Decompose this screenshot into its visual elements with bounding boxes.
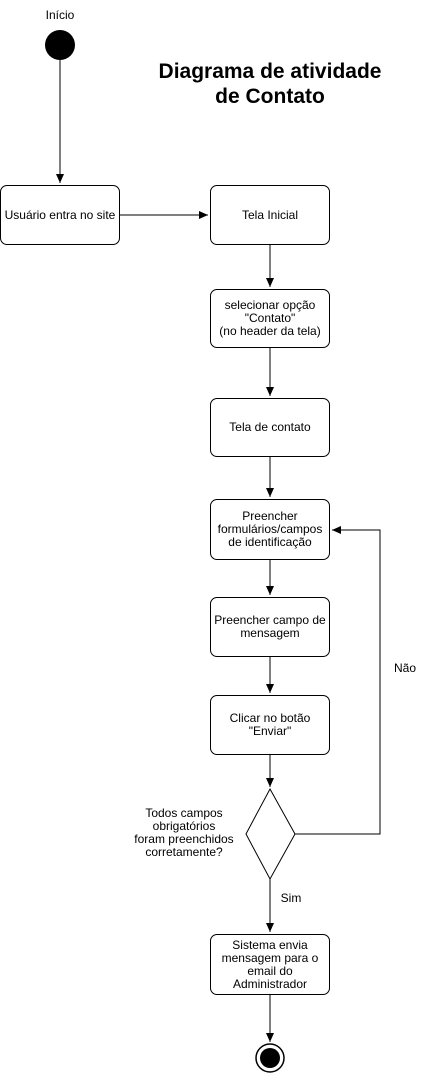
decision-no-label: Não: [393, 661, 416, 675]
node-select-contact-line-3: (no header da tela): [219, 324, 321, 338]
start-label: Início: [45, 8, 75, 22]
end-node: [255, 1043, 285, 1073]
node-fill-forms-line-3: de identificação: [228, 535, 312, 549]
node-select-contact: selecionar opção "Contato" (no header da…: [210, 289, 330, 348]
node-contact-screen-label: Tela de contato: [229, 420, 311, 434]
decision-question-line-4: corretamente?: [145, 845, 223, 859]
decision-question-line-3: foram preenchidos: [134, 832, 234, 846]
node-click-send: Clicar no botão "Enviar": [210, 695, 330, 755]
node-fill-message-line-2: mensagem: [240, 626, 300, 640]
node-send-email-line-1: Sistema envia: [232, 937, 308, 952]
node-fill-message-line-1: Preencher campo de: [214, 613, 326, 627]
node-fill-message: Preencher campo de mensagem: [210, 597, 330, 657]
decision-question-line-2: obrigatórios: [152, 819, 216, 833]
decision-yes-label: Sim: [280, 891, 302, 905]
node-click-send-line-2: "Enviar": [248, 724, 292, 738]
diagram-title-line-2: de Contato: [215, 85, 325, 108]
node-fill-forms-line-2: formulários/campos: [217, 522, 323, 536]
node-send-email-line-4: Administrador: [232, 976, 307, 991]
node-select-contact-line-1: selecionar opção: [224, 298, 316, 312]
decision-question-line-1: Todos campos: [145, 806, 223, 820]
node-send-email: Sistema envia mensagem para o email do A…: [210, 934, 330, 995]
node-user-enters-site-label: Usuário entra no site: [4, 207, 116, 222]
node-click-send-line-1: Clicar no botão: [229, 711, 311, 725]
diagram-title-line-1: Diagrama de atividade: [158, 60, 382, 83]
node-send-email-line-2: mensagem para o: [221, 950, 319, 965]
node-user-enters-site: Usuário entra no site: [0, 185, 120, 245]
node-contact-screen: Tela de contato: [210, 398, 330, 457]
node-send-email-line-3: email do: [247, 963, 293, 978]
node-fill-forms: Preencher formulários/campos de identifi…: [210, 499, 330, 560]
edge-decision-no-loop: [295, 526, 381, 835]
node-home-screen: Tela Inicial: [210, 185, 330, 245]
diagram-title: Diagrama de atividade de Contato: [125, 59, 415, 109]
decision-diamond: [245, 787, 296, 881]
node-fill-forms-line-1: Preencher: [242, 509, 298, 523]
start-node: [45, 30, 75, 60]
decision-question: Todos campos obrigatórios foram preenchi…: [124, 807, 244, 859]
node-home-screen-label: Tela Inicial: [241, 207, 299, 222]
node-select-contact-line-2: "Contato": [244, 311, 296, 325]
